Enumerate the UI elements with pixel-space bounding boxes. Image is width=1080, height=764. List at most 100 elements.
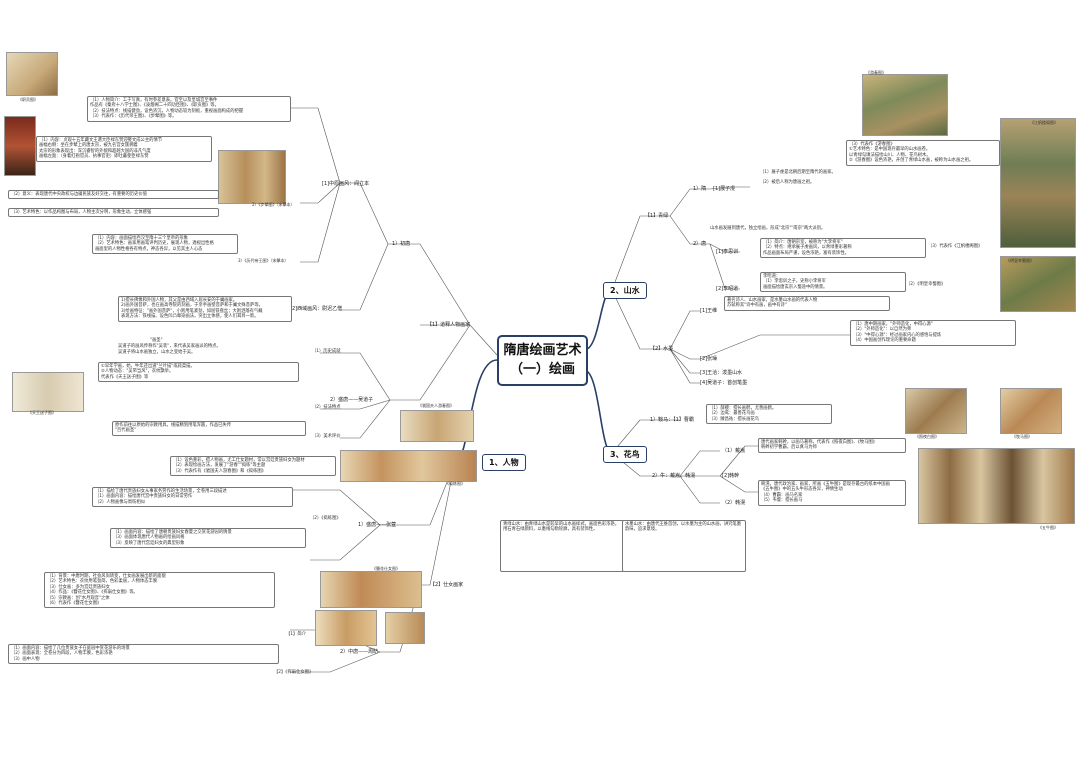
landscape-qinglv: 【1】青绿 [645, 213, 669, 219]
bunian-text-1: （1）内容：贞观十五年藏文王遣大臣禄东赞迎娶文成公主的情节 [39, 138, 163, 143]
weichi-text-3: 3)绘画特征："画外国菩萨"，小则用笔紧劲，如屈铁盘丝；大则洒落有气概 [121, 308, 263, 314]
bunian-text-5: （2）意义：表现唐代中央政权与边疆民族友好交往，有重要的历史价值 [11, 192, 147, 197]
weichi-content: 1)擅长佛像和外国人物，其父是由西域入居长安的于阗画家。 2)画外国菩萨，也在画… [118, 296, 292, 322]
zhang-zao-text-1: （1）唐中期画家，"外师造化，中得心源" [853, 322, 933, 327]
painting-zhaoye-caption: 《照夜白图》 [915, 434, 939, 439]
landscape-sui: 1）隋 [693, 186, 707, 192]
zhang-text-3: （3）代表作有《虢国夫人游春图》和《捣练图》 [173, 468, 266, 474]
wang-text-1: 著名诗人、山水画家，是水墨山水画的代表人物 [727, 298, 818, 303]
bunian-art: （3）艺术特色：以作品构图与布局，人物主次分明，形象生动，立体感强 [8, 208, 219, 218]
painting-wuniu-image [918, 448, 1075, 524]
zhang-text-4: （1）描绘了唐代贵族妇女从事家务劳作的生活场景，全卷用三段描述 [95, 489, 227, 494]
painting-muma-image [1000, 388, 1062, 434]
center-title-line1: 隋唐绘画艺术 [503, 343, 582, 358]
zhang-guoguo: （1）画面内容：描绘了唐朝贵族妇女春夏之交赏花游园的情景 （3）画面体现唐代人物… [110, 528, 306, 549]
landscape-li-zhaodao: [2]李昭道 [716, 286, 739, 292]
flower-han-gan: [2]韩幹 [722, 473, 740, 479]
wu-history: （1）历史成就 [312, 349, 341, 354]
zhou-text-3: （3）反映了唐代宫廷妇女的典型形象 [113, 540, 185, 546]
zhang-zao-text-2: （2）"外师造化"：以自然为师 [853, 327, 912, 333]
zhan-text-2: （2）被后人称为唐画之祖。 [760, 180, 815, 185]
zhao-text-3: （2）《明皇幸蜀图》 [906, 282, 946, 287]
bunian-text-3: 太宗的形象表现出：深沉睿智的外貌和超越大国的非凡气度 [39, 148, 151, 154]
landscape-zhang-zao: [2]张璪 [700, 356, 718, 362]
note-qinglv: 青绿山水：由青绿山水是较早的山水画样式，画面色彩浓艳，用石青石绿颜料，以墨线勾勒… [500, 520, 624, 572]
painting-youchun-image [862, 74, 948, 136]
people-zhou-fang: 2）中唐——周昉 [340, 649, 379, 655]
zhou-text-11: （2）画面表现：全卷分为四段，人物丰腴，色彩浓艳 [11, 651, 113, 657]
weichi-text-4: 表现方法：铁线描、设色凹凸晕染画法，突出立体感，使人们耳目一新。 [121, 314, 259, 320]
zhao-text-2: （1）李思训之子，史称小李将军 [763, 279, 826, 285]
zhou-huishan-label: 【2】《挥扇仕女图》 [274, 670, 314, 675]
center-title: 隋唐绘画艺术 （一）绘画 [497, 335, 588, 386]
zhang-daolian: （1）描绘了唐代贵族妇女从事家务劳作的生活场景，全卷用三段描述 （1）画面内容：… [92, 487, 293, 508]
flower-han-huang-box: 韩滉，唐代政治家、画家，所画《五牛图》是现存最古的纸本中国画 《五牛图》中的五头… [758, 480, 906, 506]
yan-text-2: 作品有《秦府十八学士图》、《凌烟阁二十四功臣图》、《职贡图》等。 [90, 103, 219, 109]
painting-huishan2-image [315, 610, 377, 646]
wu-huasheng: "画圣" [150, 338, 163, 343]
flower-han-huang: （2）韩滉 [722, 500, 746, 506]
zhang-daolian-label: （2）《捣练图》 [310, 516, 341, 521]
branch-landscape: 2、山水 [603, 282, 647, 299]
yan-text-3: （2）技法特点：线描健劲，设色浓沉，人物动态较为刻板，重视画面构成的把握 [90, 108, 244, 114]
painting-minghuang-image [1000, 256, 1076, 312]
bunian-text-2: 画幅右侧：坐在步辇上的唐太宗，被九名宫女簇拥着 [39, 143, 138, 149]
people-zhang-xuan: 1）盛唐——张萱 [358, 522, 397, 528]
wu-technique: ①早年学画，始，牛年还出道"兰叶描"或莼菜描。 ②人物动态："吴带当风"，衣纹飘… [98, 362, 299, 383]
wang-text-2: 苏轼称其"诗中有画，画中有诗" [727, 303, 787, 309]
flower-text-4: 唐代画家韩幹，以画马著称，代表作《照夜白图》、《牧马图》 [761, 440, 878, 445]
flower-text-8: （4）曹霸：画马名家 [761, 492, 803, 498]
painting-bunian-image [218, 150, 286, 204]
li-text-3: （2）特点：继承展子虔画风，以青绿重彩著称 [763, 245, 852, 251]
painting-zhaoye-image [905, 388, 967, 434]
li-sixun-box: （1）简介：唐朝宗室，被称为"大李将军" （2）特点：继承展子虔画风，以青绿重彩… [760, 238, 926, 259]
flower-text-7: 《五牛图》中的五头牛形态各异，神情生动 [761, 487, 843, 493]
wu-evaluation: 原作前往以原始的宗教用具，线描精到用笔浑圆，作品已失传 "百代画圣" [112, 421, 306, 436]
zhao-text-1: 李昭道： [763, 274, 781, 279]
li-zhaodao-box: 李昭道： （1）李思训之子，史称小李将军 画面描绘唐玄宗入蜀途中的情景。 [760, 272, 906, 293]
painting-wuniu-caption: 《五牛图》 [1038, 525, 1058, 530]
branch-flower: 3、花鸟 [603, 446, 647, 463]
zhang-zao-text-4: （4）中国画创作理论的重要命题 [853, 338, 916, 344]
painting-daolian-caption: 《捣练图》 [445, 481, 465, 486]
weichi-text-1: 1)擅长佛像和外国人物，其父是由西域入居长安的于阗画家。 [121, 298, 238, 303]
landscape-shuimo: 【2】水墨 [650, 346, 674, 352]
people-early-tang: 1）初唐 [392, 241, 411, 247]
painting-zanhua-caption: 《簪花仕女图》 [372, 566, 400, 571]
painting-zanhua-image [320, 571, 422, 608]
people-yan-liben: [1]中原画风：阎立本 [322, 181, 370, 187]
painting-jiangfan-caption: 《江帆楼阁图》 [1030, 120, 1058, 125]
weichi-text-2: 2)画外国菩萨，也在画高寺院的刻画，于亲手画壁菩萨和于阗文殊菩萨等。 [121, 303, 263, 309]
flower-text-9: （5）韦偃：擅长画马 [761, 498, 803, 504]
people-wu-daozi: 2）盛唐——吴道子 [330, 397, 374, 403]
painting-tianwang-image [12, 372, 84, 412]
painting-zhigong-caption: 《职贡图》 [18, 97, 38, 102]
zhan-text-5: 以青绿勾填法描绘山川、人物、花鸟树木。 [849, 152, 931, 158]
landscape-li-sixun: [1]李思训 [716, 249, 739, 255]
zhang-text-1: （1）设色重彩，擅人物画，尤工仕女题材，常以宫廷贵族妇女为题材 [173, 458, 305, 463]
zhou-text-4: （1）背景：中唐时期，社会风尚转变，仕女画发展出新的面貌 [47, 574, 166, 579]
painting-minghuang-caption: 《明皇幸蜀图》 [1006, 258, 1034, 263]
zhou-text-8: （5）宗教画：创"水月观音"之体 [47, 595, 110, 601]
flower-text-1: （1）薛稷：擅长画鹤，尤善画鹤。 [709, 406, 777, 411]
note-shuimo: 水墨山水：由唐代王维首创，以水墨为主的山水画，讲究笔墨韵味，追求意境。 [622, 520, 746, 572]
bunian-text-4: 画幅左面：（身着红袍官员、执事官吏）即吐蕃使臣禄东赞 [39, 154, 149, 160]
wu-text-5: ①早年学画，始，牛年还出道"兰叶描"或莼菜描。 [101, 364, 195, 369]
yan-liben-intro: （1）人物简介：工于写真，有时参差意表。官至以及皇城宫至事件 作品有《秦府十八学… [87, 96, 291, 122]
yan-text-1: （1）人物简介：工于写真，有时参差意表。官至以及皇城宫至事件 [90, 98, 218, 103]
landscape-wu-daozi: [4]吴道子：首创笔墨 [700, 380, 748, 386]
zhang-text-7: （2）人物画像与周昉相似 [95, 499, 145, 505]
landscape-tang: 2）唐 [693, 241, 707, 247]
people-shinv: 【2】仕女画家 [430, 582, 464, 588]
painting-jiangfan-image [1000, 118, 1076, 248]
painting-emperor-image [4, 116, 36, 176]
zhou-text-7: （4）作品：《簪花仕女图》、《挥扇仕女图》等。 [47, 590, 138, 596]
center-title-line2: （一）绘画 [509, 362, 575, 377]
zhan-text-4: ①艺术特色：是中国现存最早的山水画卷。 [849, 147, 931, 153]
landscape-zhan-ziqian: [1]展子虔 [713, 186, 736, 192]
zhou-text-9: （6）代表作《簪花仕女图》 [47, 601, 102, 607]
zhao-text-4: 画面描绘唐玄宗入蜀途中的情景。 [763, 284, 828, 290]
people-weichi: [2]西域画风：尉迟乙僧 [290, 306, 343, 312]
painting-huishan-image [385, 612, 425, 644]
